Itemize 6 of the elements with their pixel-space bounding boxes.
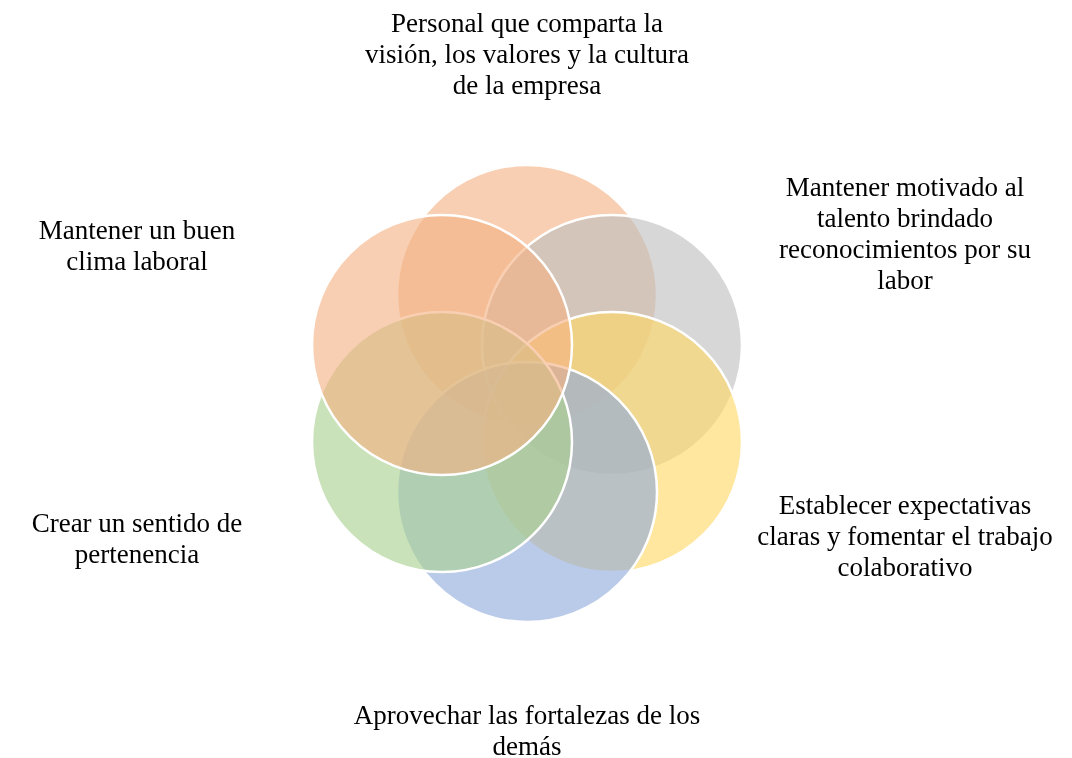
circle-label: Aprovechar las fortalezas de los demás: [352, 700, 702, 758]
circle-label: Mantener un buen clima laboral: [37, 215, 237, 277]
circle-label: Mantener motivado al talento brindado reconocimientos por su labor: [778, 172, 1032, 296]
circle-label: Personal que comparta la visión, los valores y la cultura de la empresa: [364, 8, 690, 101]
circle-label: Establecer expectativas claras y fomentar el trabajo colaborativo: [756, 490, 1054, 583]
circle-label: Crear un sentido de pertenencia: [30, 508, 244, 570]
